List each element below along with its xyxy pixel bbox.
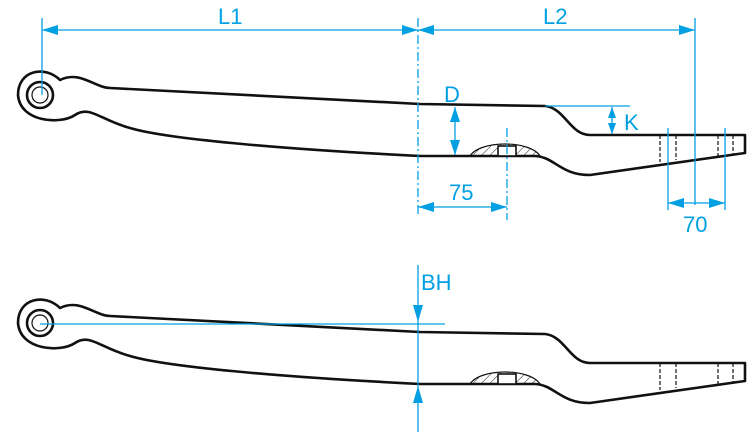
spring-bottom-view [16,298,747,405]
label-L2: L2 [543,4,567,29]
dimension-75 [418,128,508,220]
dimension-L1-L2 [41,18,696,215]
label-BH: BH [421,270,452,295]
label-K: K [624,110,639,135]
dimension-K [545,105,630,134]
label-75: 75 [449,180,473,205]
label-70: 70 [683,212,707,237]
dimension-D [450,107,460,155]
dimension-70 [667,128,726,210]
label-D: D [444,82,460,107]
dimension-BH [40,265,445,432]
label-L1: L1 [218,4,242,29]
